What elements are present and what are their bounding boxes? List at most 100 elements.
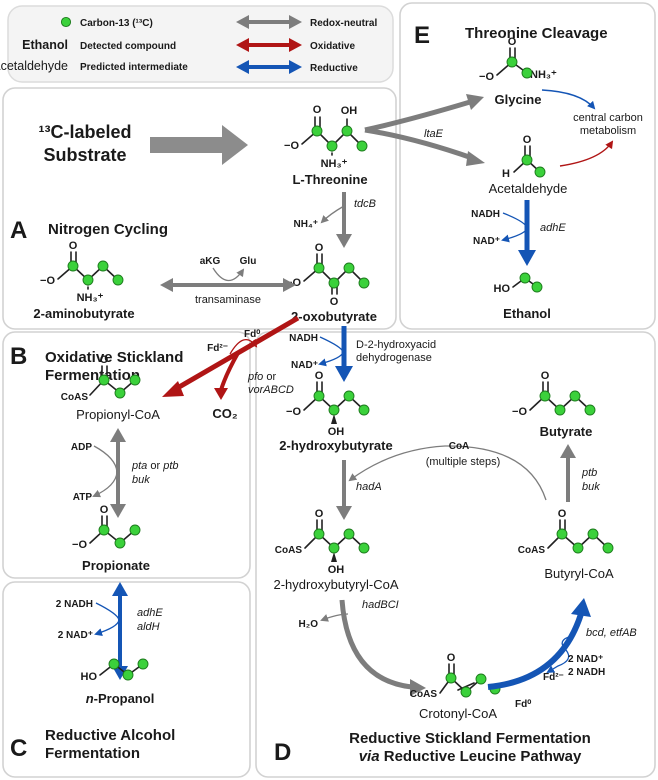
carbon-atom [521,154,533,166]
legend-predicted-example: Acetaldehyde [0,59,68,73]
propanol-structure: HO [81,658,149,683]
aldh-enzyme: aldH [137,621,160,633]
hydroxybutyryl-coa-label: 2-hydroxybutyryl-CoA [274,577,399,592]
acetaldehyde-label: Acetaldehyde [489,181,568,196]
ptb-arrow-head [560,444,576,458]
hydroxybutyrate-label: 2-hydroxybutyrate [279,438,392,453]
atom-o-minus: −O [40,275,55,287]
carbon-atom [98,374,110,386]
nadh-cycle-arrow-2 [318,336,344,367]
h2o-release-arrow [320,613,349,622]
co2-arrowhead [214,388,228,400]
carbon-atom [313,390,325,402]
nh4-release-arrow [320,205,345,224]
carbon-atom [313,528,325,540]
hada-enzyme: hadA [356,481,382,493]
threonine-label: L-Threonine [292,172,367,187]
carbon-atom [584,404,596,416]
pta-or-text: or [147,460,163,472]
fd0-label: Fd⁰ [244,329,260,340]
atom-ho: HO [494,283,511,295]
carbon-atom [343,262,355,274]
atom-oh: OH [328,564,345,576]
nadh-fd-cycle-arrow [546,635,573,674]
coa-label: CoA [449,441,470,452]
panel-d-title-via: via [359,748,380,765]
legend-oxidative-label: Oxidative [310,41,355,52]
butyryl-coa-structure: O CoAS [518,508,614,556]
carbon-atom [554,404,566,416]
carbon-atom [328,277,340,289]
substrate-arrow [150,125,248,165]
atom-oh: OH [341,105,358,117]
propionate-structure: O −O [72,504,141,551]
legend-reductive-label: Reductive [310,63,358,74]
legend-detected-example: Ethanol [22,38,68,52]
pta-arrowhead-down [110,504,126,518]
threonine-structure: O −O OH NH₃⁺ [284,104,368,170]
atom-o-minus: −O [479,71,494,83]
carbon-atom [539,390,551,402]
substrate-label-line1: ¹³C-labeled [38,122,131,142]
carbon-atom [98,524,110,536]
oxobutyrate-label: 2-oxobutyrate [291,309,377,324]
adp-label: ADP [71,442,92,453]
panel-d-title-line1: Reductive Stickland Fermentation [349,730,591,747]
wedge-bond [331,414,337,424]
nadh-label: NADH [471,209,500,220]
transaminase-arrowhead-right [283,278,296,292]
carbon-atom [587,528,599,540]
carbon-atom [569,390,581,402]
nadh-label-2: NADH [289,333,318,344]
hadbci-enzyme: hadBCI [362,599,399,611]
atom-o: O [315,508,324,520]
h2o-label: H₂O [299,619,319,630]
carbon-atom [572,542,584,554]
ltae-arrowhead-glycine [466,94,484,110]
pfo-arrow-head [162,381,184,397]
panel-e-letter: E [414,22,430,49]
atom-o: O [100,504,109,516]
nh4-label: NH₄⁺ [294,219,319,230]
fd0-label-d: Fd⁰ [515,699,531,710]
nadh-cycle-arrow [501,212,528,243]
propionyl-coa-structure: O CoAS [61,354,141,403]
atom-o: O [523,134,532,146]
ethanol-label: Ethanol [503,306,551,321]
carbon-atom [82,274,94,286]
propionyl-coa-label: Propionyl-CoA [76,407,160,422]
carbon-atom [114,537,126,549]
carbon-atom [358,404,370,416]
transaminase-enzyme: transaminase [195,294,261,306]
carbon-atom [97,260,109,272]
atom-coas: CoAS [410,689,438,700]
panel-e-box [399,2,656,330]
carbon-atom [358,542,370,554]
neutral-arrow-icon [236,15,302,29]
legend-carbon13-label: Carbon-13 (¹³C) [80,18,153,29]
hadbci-arrow [339,599,413,690]
carbon-atom [311,125,323,137]
panel-d-title-rest: Reductive Leucine Pathway [380,748,582,765]
panel-b-letter: B [10,343,27,370]
hydroxybutyryl-coa-structure: O CoAS OH [275,508,370,576]
atom-o-minus: −O [512,406,527,418]
aldh-arrowhead-up [112,582,128,596]
carbon-atom [358,277,370,289]
carbon-atom [475,673,487,685]
panel-b-box [2,331,251,579]
glycine-label: Glycine [495,92,542,107]
carbon-atom [341,125,353,137]
ethanol-structure: HO [494,272,543,295]
glycine-structure: O −O NH₃⁺ [479,36,557,83]
panel-c-title-line2: Fermentation [45,745,140,762]
atom-nh3: NH₃⁺ [530,69,557,81]
dehydrogenase-enzyme-line2: dehydrogenase [356,352,432,364]
glu-label: Glu [240,256,257,267]
carbon-atom [343,390,355,402]
ptb2-enzyme: ptb [581,467,597,479]
carbon-atom [343,528,355,540]
atom-o: O [315,242,324,254]
substrate-label-line2: Substrate [43,145,126,165]
legend-detected-label: Detected compound [80,41,176,52]
